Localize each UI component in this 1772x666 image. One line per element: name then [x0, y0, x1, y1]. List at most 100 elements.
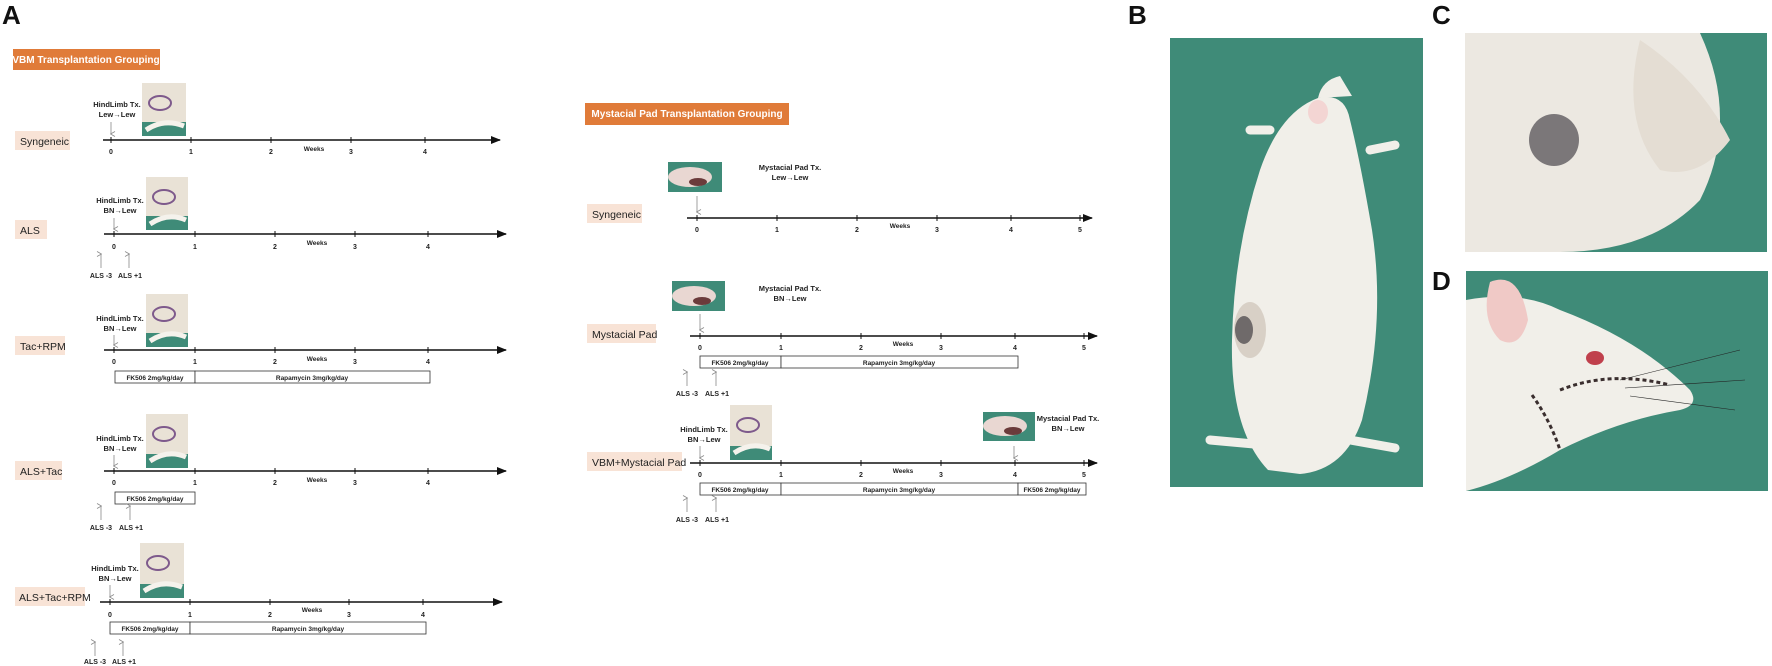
weeks-label: Weeks — [302, 607, 323, 614]
tick-label: 1 — [779, 472, 783, 479]
group-label-box — [587, 324, 656, 343]
tick-label: 2 — [859, 345, 863, 352]
hindlimb-thumbnail — [146, 177, 188, 230]
tx-label: Mystacial Pad Tx. — [1037, 414, 1100, 423]
tx-label: BN→Lew — [104, 206, 137, 215]
weeks-label: Weeks — [307, 477, 328, 484]
tick-label: 0 — [698, 345, 702, 352]
tick-label: 3 — [939, 472, 943, 479]
tx-label: HindLimb Tx. — [93, 100, 141, 109]
tick-label: 3 — [939, 345, 943, 352]
drug-bar-rapamycin — [189, 621, 427, 635]
tx-label: Mystacial Pad Tx. — [759, 284, 822, 293]
tick-label: 3 — [347, 612, 351, 619]
als-label: ALS -3 — [676, 517, 698, 524]
tx-label: HindLimb Tx. — [96, 314, 144, 323]
hindlimb-thumbnail — [146, 294, 188, 347]
vbm-row-als-tac: ALS+Tac HindLimb Tx. BN→Lew 0 1 2 3 4 We… — [15, 414, 507, 532]
tick-label: 2 — [273, 359, 277, 366]
timeline-ticks: 0 1 2 3 4 5 — [698, 333, 1086, 352]
tick-label: 4 — [1013, 345, 1017, 352]
drug-label: FK506 2mg/kg/day — [1023, 487, 1080, 494]
photo-graft-closeup — [1465, 33, 1767, 252]
drug-bar-fk506 — [114, 491, 196, 505]
weeks-label: Weeks — [893, 468, 914, 475]
tx-label: BN→Lew — [1052, 424, 1085, 433]
panel-letter-a: A — [2, 0, 21, 30]
group-label: ALS+Tac — [20, 466, 62, 478]
mystacial-row-syngeneic: Syngeneic Mystacial Pad Tx. Lew→Lew 0 1 … — [587, 162, 1093, 234]
vbm-header-box — [13, 49, 160, 70]
als-label: ALS +1 — [705, 391, 729, 398]
drug-label: FK506 2mg/kg/day — [711, 487, 768, 494]
tick-label: 3 — [353, 244, 357, 251]
tick-label: 4 — [426, 480, 430, 487]
vbm-row-syngeneic: Syngeneic HindLimb Tx. Lew→Lew 0 1 2 3 4… — [15, 83, 501, 156]
tick-label: 5 — [1082, 472, 1086, 479]
timeline-ticks: 0 1 2 3 4 — [109, 137, 427, 156]
drug-label: Rapamycin 3mg/kg/day — [272, 626, 345, 633]
mystacial-row-mystacial-pad: Mystacial Pad Mystacial Pad Tx. BN→Lew 0… — [587, 281, 1098, 398]
group-label-box — [587, 452, 682, 471]
tick-label: 1 — [188, 612, 192, 619]
tx-label: BN→Lew — [774, 294, 807, 303]
tick-label: 4 — [1009, 227, 1013, 234]
tick-label: 1 — [193, 244, 197, 251]
tx-label: BN→Lew — [104, 444, 137, 453]
drug-label: FK506 2mg/kg/day — [711, 360, 768, 367]
vbm-row-als-tac-rpm: ALS+Tac+RPM HindLimb Tx. BN→Lew 0 1 2 3 … — [15, 543, 503, 666]
als-label: ALS +1 — [119, 525, 143, 532]
timeline-ticks: 0 1 2 3 4 — [112, 468, 430, 487]
tx-label: BN→Lew — [688, 435, 721, 444]
group-label-box — [15, 587, 85, 606]
tick-label: 4 — [426, 244, 430, 251]
vbm-row-tac-rpm: Tac+RPM HindLimb Tx. BN→Lew 0 1 2 3 4 We… — [15, 294, 507, 384]
tick-label: 3 — [935, 227, 939, 234]
panel-letter-d: D — [1432, 266, 1451, 296]
mystacial-pad-thumbnail — [668, 162, 722, 192]
tick-label: 1 — [189, 149, 193, 156]
group-label: VBM+Mystacial Pad — [592, 457, 686, 469]
tick-label: 2 — [268, 612, 272, 619]
tx-label: BN→Lew — [99, 574, 132, 583]
als-label: ALS +1 — [112, 659, 136, 666]
hindlimb-thumbnail — [142, 83, 186, 136]
panel-letter-b: B — [1128, 0, 1147, 30]
group-label: ALS — [20, 225, 40, 237]
tick-label: 1 — [193, 480, 197, 487]
tx-label: HindLimb Tx. — [96, 196, 144, 205]
tick-label: 0 — [695, 227, 699, 234]
timeline-ticks: 0 1 2 3 4 — [112, 347, 430, 366]
drug-label: Rapamycin 3mg/kg/day — [863, 487, 936, 494]
tick-label: 5 — [1082, 345, 1086, 352]
hindlimb-thumbnail — [140, 543, 184, 598]
group-label-box — [15, 131, 70, 150]
group-label: Syngeneic — [20, 136, 69, 148]
tick-label: 2 — [269, 149, 273, 156]
tick-label: 2 — [855, 227, 859, 234]
drug-label: FK506 2mg/kg/day — [126, 496, 183, 503]
group-label-box — [15, 220, 47, 239]
tick-label: 4 — [423, 149, 427, 156]
drug-label: FK506 2mg/kg/day — [121, 626, 178, 633]
tick-label: 0 — [112, 480, 116, 487]
photo-mystacial-closeup — [1466, 271, 1768, 491]
mystacial-pad-thumbnail — [983, 412, 1035, 441]
mystacial-header: Mystacial Pad Transplantation Grouping — [591, 109, 782, 120]
tick-label: 0 — [698, 472, 702, 479]
drug-bar-fk506-late — [1017, 482, 1087, 496]
tx-label: HindLimb Tx. — [680, 425, 728, 434]
tick-label: 1 — [775, 227, 779, 234]
als-label: ALS -3 — [84, 659, 106, 666]
drug-label: Rapamycin 3mg/kg/day — [863, 360, 936, 367]
tx-label: Mystacial Pad Tx. — [759, 163, 822, 172]
tick-label: 1 — [193, 359, 197, 366]
tick-label: 0 — [112, 359, 116, 366]
tick-label: 3 — [353, 359, 357, 366]
photo-rat-whole-body — [1170, 38, 1423, 487]
weeks-label: Weeks — [304, 146, 325, 153]
als-label: ALS +1 — [705, 517, 729, 524]
weeks-label: Weeks — [307, 240, 328, 247]
drug-label: FK506 2mg/kg/day — [126, 375, 183, 382]
weeks-label: Weeks — [893, 341, 914, 348]
